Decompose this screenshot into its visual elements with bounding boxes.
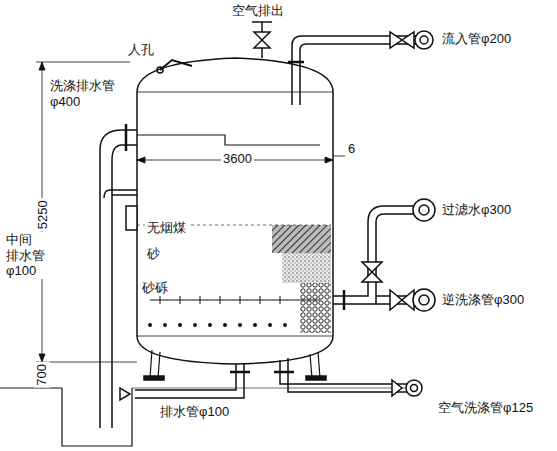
pipe-label: 逆洗涤管φ300 (442, 292, 524, 308)
manhole-label: 人孔 (128, 42, 154, 58)
dimension-label: 3600 (221, 151, 254, 167)
pipe-label: 中间 排水管 φ100 (4, 232, 50, 279)
layer-label: 砂 (145, 246, 162, 262)
dimension-label: 6 (348, 141, 355, 157)
air-vent-label: 空气排出 (232, 3, 284, 19)
dimension-label: 5250 (34, 199, 50, 232)
layer-label: 砂砾 (140, 280, 170, 296)
pipe-label: 排水管φ100 (160, 404, 229, 420)
dimension-label: 700 (34, 362, 50, 388)
pipe-label: 过滤水φ300 (442, 202, 511, 218)
vessel (0, 22, 435, 446)
dimension-lines (36, 62, 345, 388)
pipe-label: 流入管φ200 (442, 31, 511, 47)
pipe-label: 洗涤排水管 φ400 (50, 78, 126, 109)
layer-label: 无烟煤 (145, 220, 188, 236)
pipe-label: 空气洗涤管φ125 (438, 400, 533, 416)
